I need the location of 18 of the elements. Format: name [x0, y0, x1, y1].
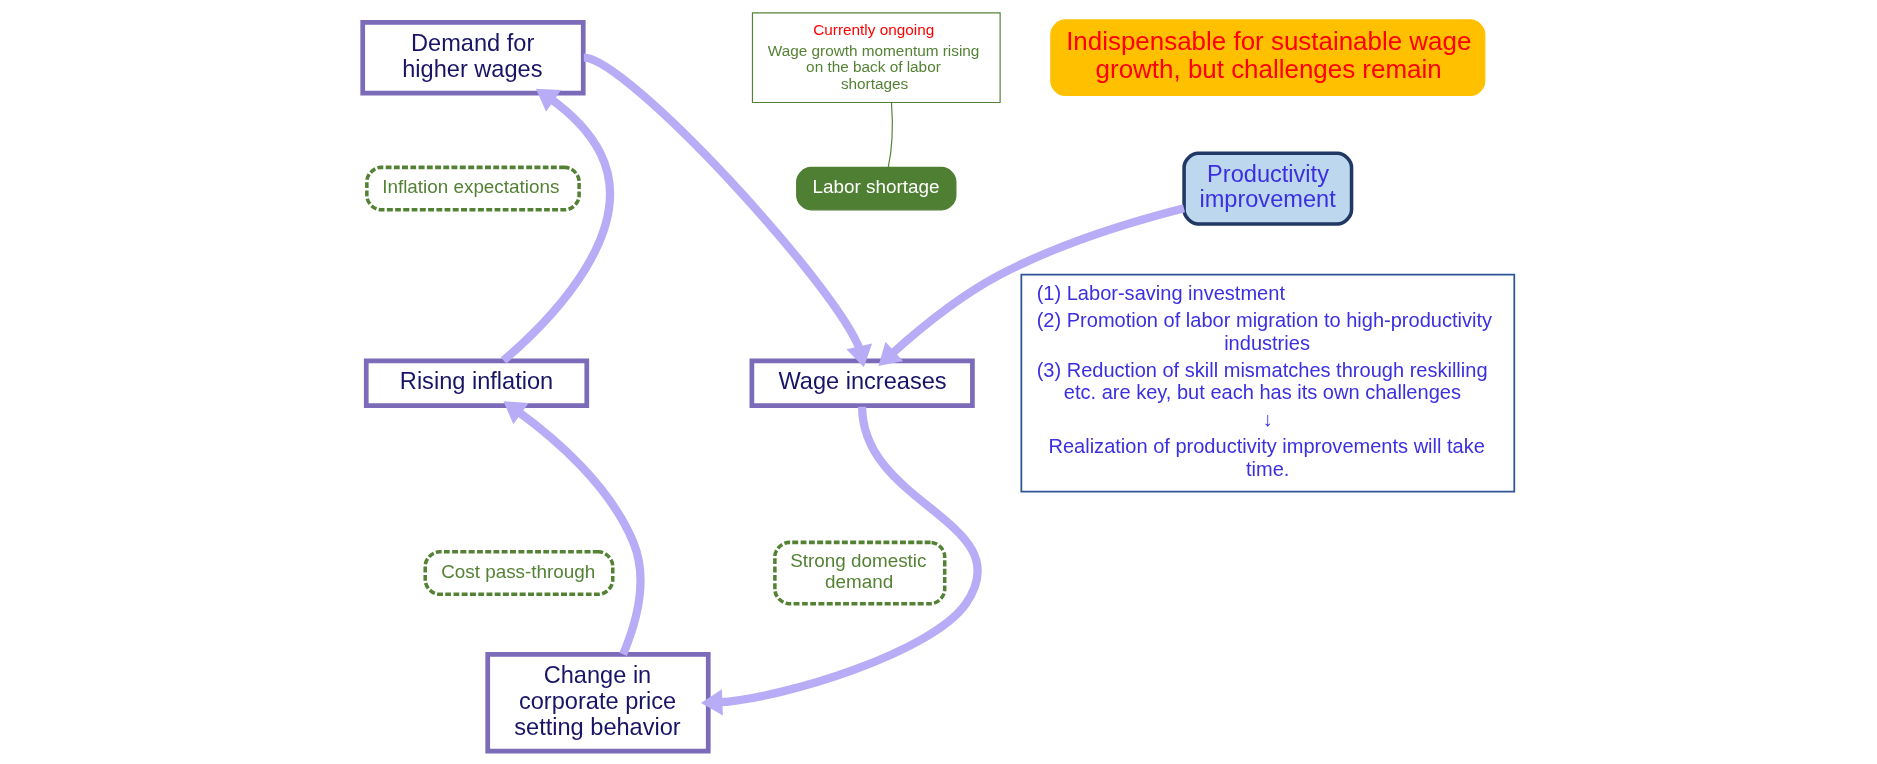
- node-box: Wage increases: [749, 358, 975, 408]
- node-box: Cost pass-through: [423, 550, 615, 597]
- arrow: [700, 406, 982, 716]
- arrow: [500, 88, 614, 364]
- node-box: Change in corporate price setting behavior: [485, 652, 711, 754]
- arrow: [582, 53, 873, 368]
- node-box: Strong domestic demand: [773, 540, 947, 606]
- connector: [887, 102, 893, 168]
- arrow: [878, 204, 1186, 366]
- node-box: Inflation expectations: [365, 165, 581, 212]
- node-box: Rising inflation: [363, 358, 590, 408]
- node-box: Indispensable for sustainable wage growth, but challenges remain: [1050, 19, 1486, 97]
- node-box: (1) Labor-saving investment (2) Promotion of labor migration to high-productivity industries (3) Reduction of skill mismatches through reskilling etc. are key, but each has its own challenges ↓ Realization of productivity improvements will take time.: [1020, 273, 1516, 493]
- node-box: Demand for higher wages: [360, 19, 586, 96]
- arrow: [503, 401, 645, 656]
- node-box: Currently ongoing Wage growth momentum rising on the back of labor shortages: [751, 12, 1001, 104]
- node-box: Productivity improvement: [1182, 151, 1354, 226]
- node-box: Labor shortage: [796, 166, 957, 211]
